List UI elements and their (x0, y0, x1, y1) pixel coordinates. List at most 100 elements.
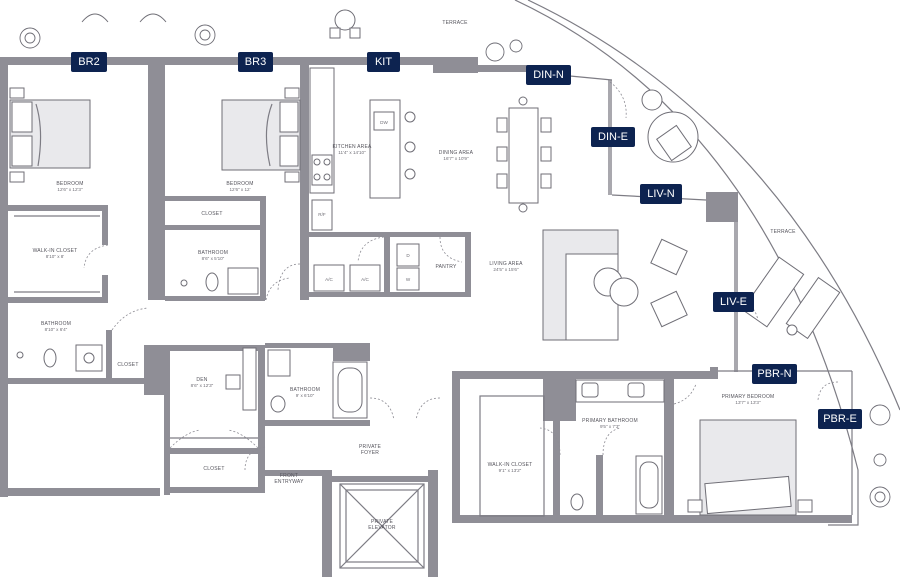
wall-primary-top (452, 371, 714, 379)
dim-bedroom-1: 12'6" x 12'3" (57, 187, 83, 192)
dim-den: 8'6" x 12'3" (191, 383, 214, 388)
label-elevator: PRIVATE (371, 519, 394, 525)
label-terrace-right: TERRACE (770, 229, 796, 235)
view-tag-din-e[interactable]: DIN-E (591, 127, 635, 147)
den-desk (242, 347, 257, 411)
label-dw: DW (380, 120, 388, 125)
dim-dining: 16'7" x 10'9" (443, 156, 469, 161)
label-closet-2: CLOSET (117, 362, 138, 368)
label-terrace-top: TERRACE (442, 20, 468, 26)
wall-den-mid (164, 448, 264, 454)
wall-bath2-bottom (165, 296, 265, 301)
label-living: LIVING AREA (489, 261, 523, 267)
wall-closet-bottom (165, 225, 265, 230)
view-tag-liv-n[interactable]: LIV-N (640, 184, 682, 204)
wall-closet-right (144, 345, 164, 395)
label-walkin-1: WALK-IN CLOSET (33, 248, 78, 254)
plant-right-2 (869, 486, 891, 508)
label-dining: DINING AREA (439, 150, 474, 156)
wall-ac-bottom (309, 292, 389, 297)
label-ac-2: A/C (361, 277, 369, 282)
view-tag-din-n[interactable]: DIN-N (526, 65, 571, 85)
label-closet-1: CLOSET (201, 211, 222, 217)
wall-elev-left (322, 470, 332, 577)
wall-primary-bottom (452, 515, 852, 523)
wall-elev-right (428, 470, 438, 577)
bath1-toilet (43, 348, 57, 368)
washer (396, 267, 420, 291)
ac-unit-1 (313, 264, 345, 292)
wall-bath1-right (106, 330, 112, 380)
view-tag-liv-e[interactable]: LIV-E (713, 292, 754, 312)
wall-liv-post (710, 367, 718, 379)
terrace-lounger-1 (741, 256, 805, 328)
wall-walkin-top (8, 205, 108, 211)
label-primary-bed: PRIMARY BEDROOM (722, 394, 775, 400)
wall-top-left (0, 57, 300, 65)
wall-kit-bottom (309, 232, 384, 237)
dim-walkin-1: 8'10" x 8' (46, 254, 65, 259)
dim-bath-3: 9' x 6'10" (296, 393, 315, 398)
wall-bath2-right (260, 196, 266, 300)
dim-primary-bath: 9'5" x 7'3" (600, 424, 620, 429)
wall-den-bottom (164, 487, 264, 493)
patio-table (334, 9, 356, 31)
view-tag-pbr-n[interactable]: PBR-N (752, 364, 797, 384)
view-tag-br2[interactable]: BR2 (71, 52, 107, 72)
wall-liv-right (706, 192, 738, 222)
view-tag-pbr-e[interactable]: PBR-E (818, 409, 862, 429)
wall-bath3-bottom (265, 420, 370, 426)
terrace-boundary-outer (527, 0, 900, 411)
dim-bath-1: 8'10" x 6'4" (45, 327, 68, 332)
view-tag-kit[interactable]: KIT (367, 52, 400, 72)
label-foyer: PRIVATE (359, 444, 382, 450)
dim-primary-bed: 13'7" x 13'3" (735, 400, 761, 405)
label-front: FRONT (280, 473, 298, 479)
plant-top-2 (194, 24, 216, 46)
label-foyer-2: FOYER (361, 450, 379, 456)
bath2-toilet (205, 272, 219, 292)
bath3-toilet (270, 395, 286, 413)
elevator-car (339, 483, 425, 569)
wall-pantry-right (465, 232, 471, 297)
wall-br2-br3 (148, 65, 165, 300)
wall-closet-top (165, 196, 265, 201)
dining-table (508, 107, 539, 204)
bath3-vanity (267, 349, 291, 377)
label-closet-3: CLOSET (203, 466, 224, 472)
wall-din-top (478, 65, 528, 72)
label-kitchen: KITCHEN AREA (332, 144, 372, 150)
patio-chair-arcs (81, 13, 167, 23)
wall-top-right (433, 57, 478, 73)
wall-den-top (164, 345, 264, 351)
den-chair (225, 374, 241, 390)
label-elevator-2: ELEVATOR (368, 525, 396, 531)
wall-den-left (164, 345, 170, 495)
bath1-fixture (16, 351, 24, 359)
plant-right-1 (869, 404, 891, 426)
wall-walkin-bottom (8, 297, 108, 303)
wall-wic-right (553, 410, 560, 520)
wall-pb-right (664, 379, 674, 519)
label-primary-bath: PRIMARY BATHROOM (582, 418, 638, 424)
wall-primary-left (452, 371, 460, 521)
label-d: D (406, 253, 410, 258)
wall-pantry-bottom (390, 292, 471, 297)
wall-pantry-top (390, 232, 470, 237)
label-bedroom-2: BEDROOM (226, 181, 253, 187)
label-w: W (406, 277, 411, 282)
label-bath-3: BATHROOM (290, 387, 320, 393)
wall-bath3-block (333, 343, 370, 361)
wall-bath3-top (265, 343, 370, 348)
br2-pillow-2 (11, 135, 33, 167)
wall-pb-mid (596, 455, 603, 520)
br2-pillow-1 (11, 101, 33, 133)
label-ac-1: A/C (325, 277, 333, 282)
view-tag-br3[interactable]: BR3 (238, 52, 273, 72)
bath2-vanity (227, 267, 259, 295)
label-front-2: ENTRYWAY (274, 479, 304, 485)
label-rf: R/F (318, 212, 326, 217)
wall-bath1-bottom (8, 378, 164, 384)
dishwasher (373, 111, 395, 131)
